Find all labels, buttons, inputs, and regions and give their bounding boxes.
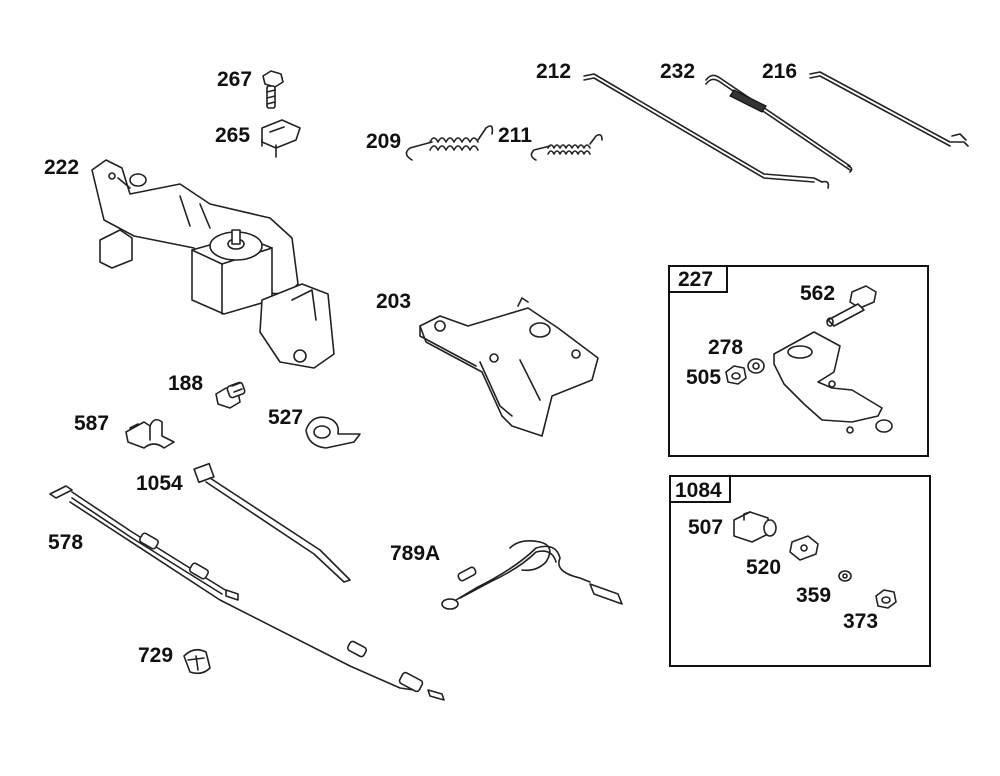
kit-1084-title: 1084 — [675, 479, 722, 502]
label-789a: 789A — [390, 542, 440, 565]
part-520-bracket — [789, 535, 819, 561]
kit-1084-box — [669, 475, 931, 667]
part-789a-ground-wire — [441, 540, 623, 610]
kit-227-title: 227 — [678, 268, 713, 291]
part-265-clip — [261, 119, 301, 158]
part-729-clip — [183, 648, 211, 675]
part-1054-cable-tie — [193, 462, 351, 583]
label-222: 222 — [44, 156, 79, 179]
part-578-wire-harness — [49, 485, 445, 701]
part-212-rod — [583, 73, 830, 189]
part-227-lever — [773, 331, 893, 434]
part-527-clamp — [305, 416, 361, 449]
label-216: 216 — [762, 60, 797, 83]
part-587-clamp — [125, 418, 175, 449]
label-527: 527 — [268, 406, 303, 429]
label-562: 562 — [800, 282, 835, 305]
part-209-spring — [405, 125, 494, 161]
part-373-nut — [875, 589, 897, 609]
label-232: 232 — [660, 60, 695, 83]
label-211: 211 — [498, 124, 532, 147]
part-505-nut — [725, 365, 747, 385]
part-267-bolt — [262, 70, 284, 109]
label-359: 359 — [796, 584, 831, 607]
label-520: 520 — [746, 556, 781, 579]
label-507: 507 — [688, 516, 723, 539]
label-373: 373 — [843, 610, 878, 633]
label-267: 267 — [217, 68, 252, 91]
label-278: 278 — [708, 336, 743, 359]
label-505: 505 — [686, 366, 721, 389]
label-578: 578 — [48, 531, 83, 554]
kit-227-box — [668, 265, 929, 457]
part-188-bolt — [215, 381, 246, 409]
label-729: 729 — [138, 644, 173, 667]
part-507-switch — [733, 511, 777, 543]
label-1054: 1054 — [136, 472, 183, 495]
label-203: 203 — [376, 290, 411, 313]
part-562-bolt — [826, 285, 877, 327]
label-587: 587 — [74, 412, 109, 435]
part-203-bracket — [419, 297, 599, 437]
part-211-spring — [530, 133, 603, 161]
label-265: 265 — [215, 124, 250, 147]
part-278-washer — [747, 358, 765, 374]
label-188: 188 — [168, 372, 203, 395]
label-212: 212 — [536, 60, 571, 83]
part-216-rod — [809, 71, 969, 147]
label-209: 209 — [366, 130, 401, 153]
part-222-control-bracket — [91, 159, 335, 369]
part-232-rod-spring — [705, 74, 853, 173]
part-359-washer — [838, 570, 852, 582]
